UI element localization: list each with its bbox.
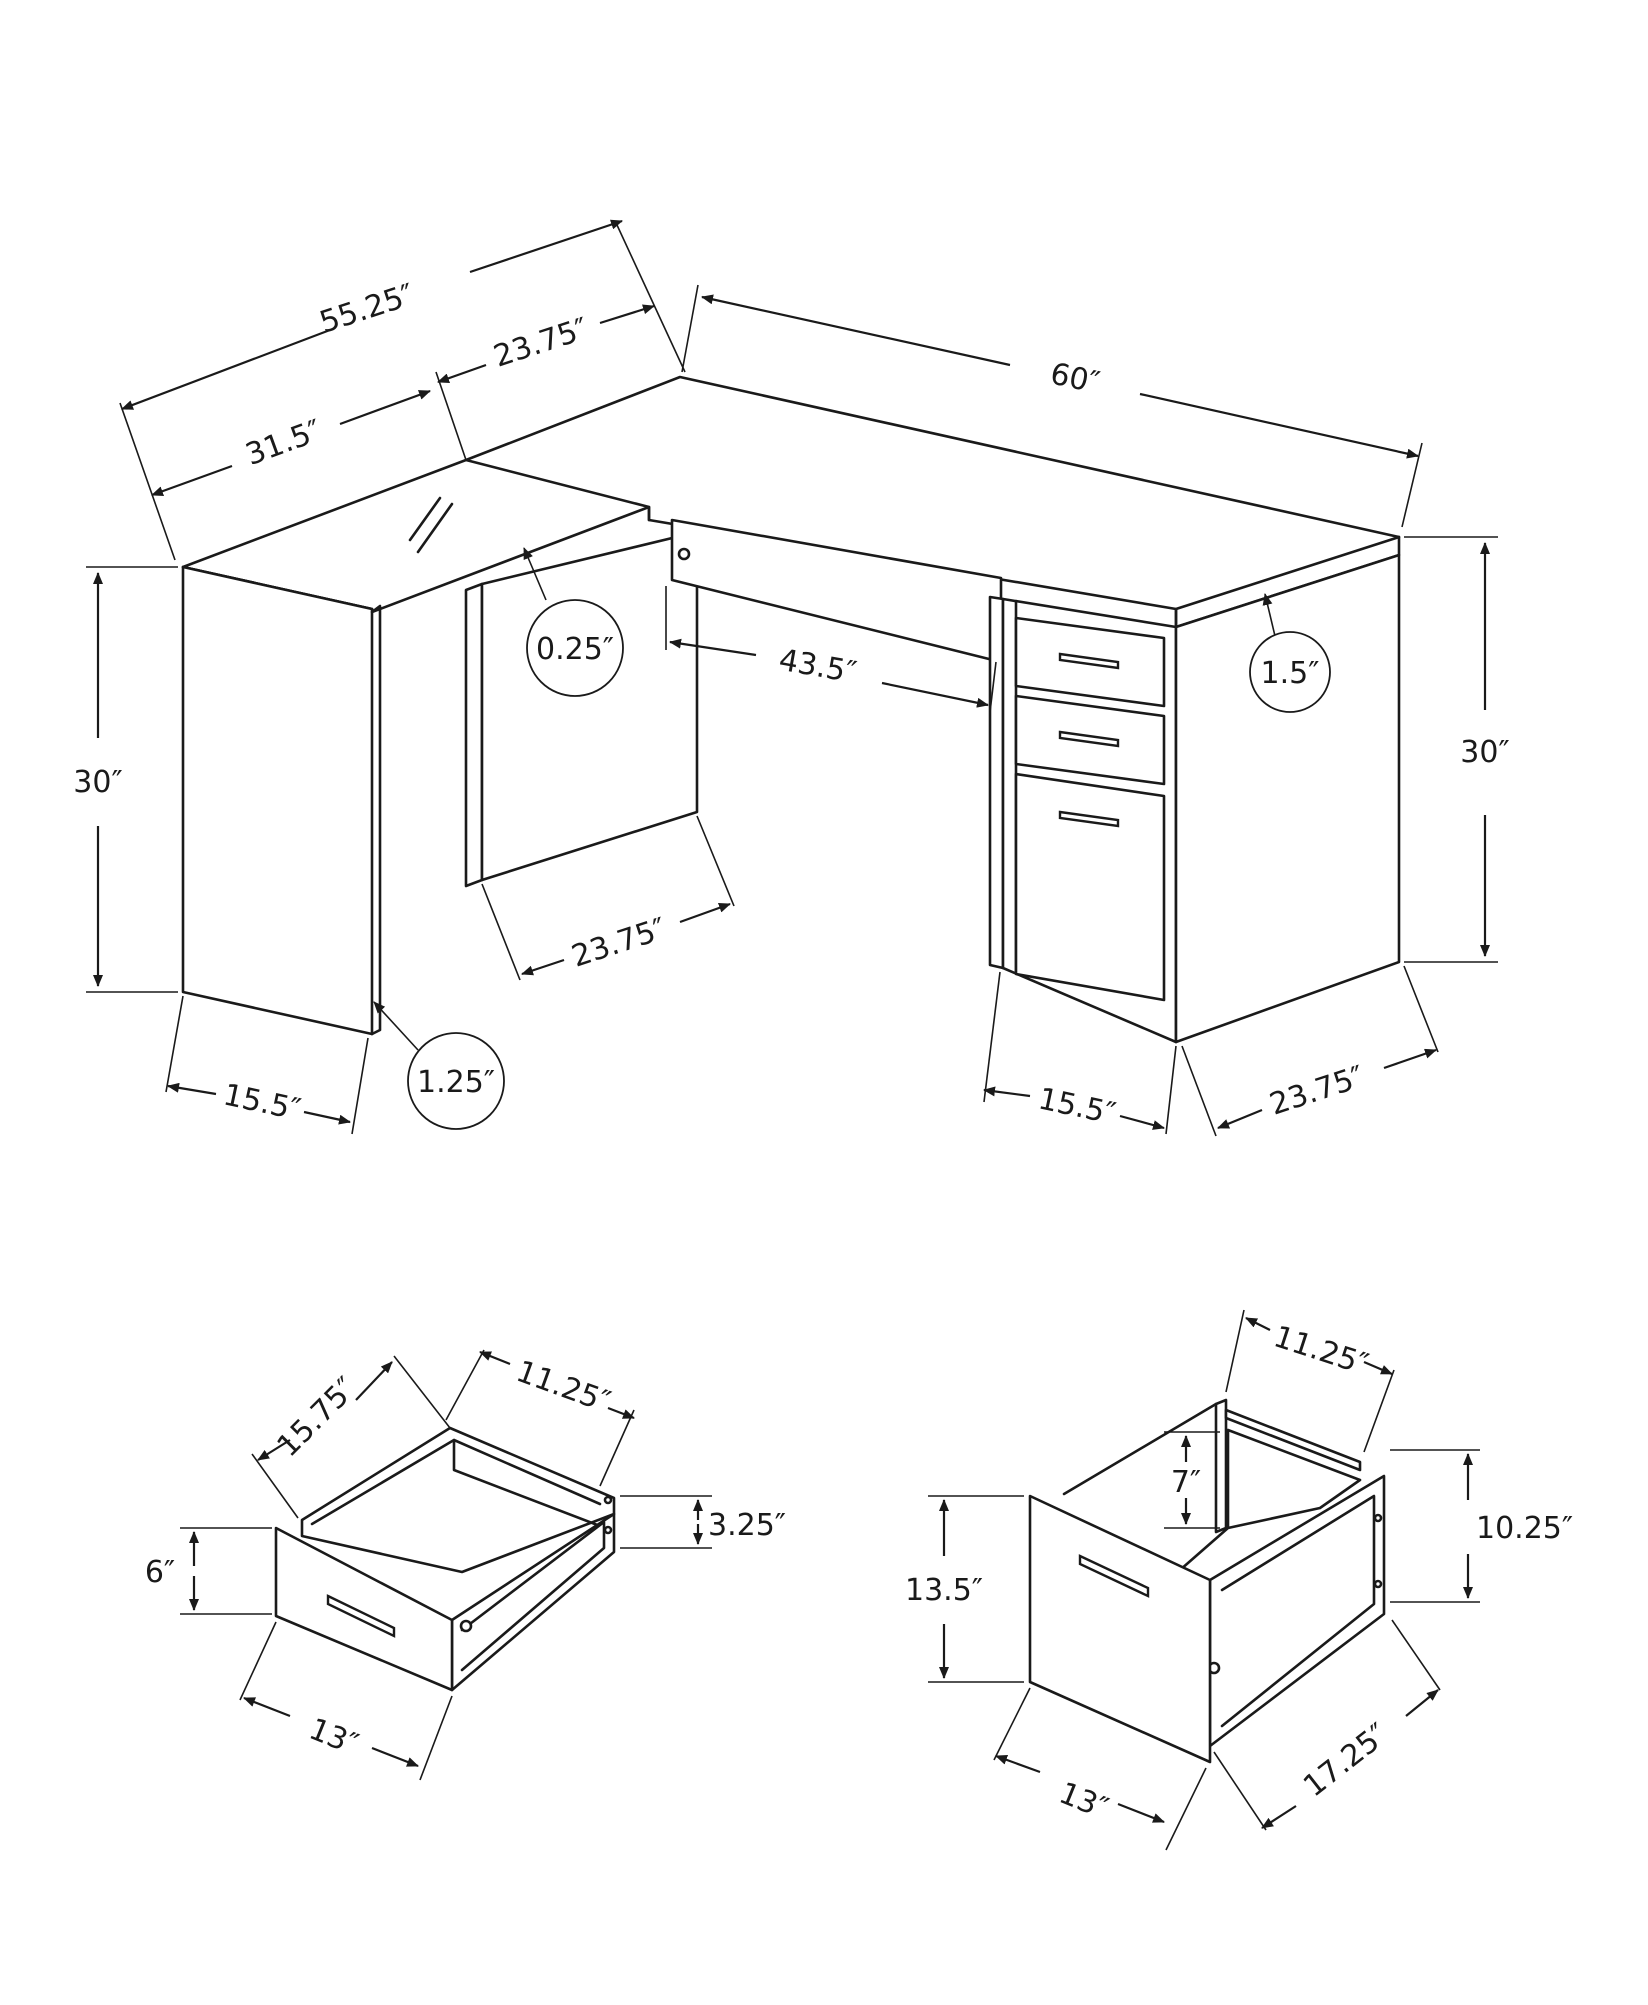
file-drawer-inner-frame bbox=[1062, 1402, 1362, 1572]
pedestal-side-left bbox=[988, 595, 1005, 970]
label-23-75-corner: 23.75″ bbox=[489, 311, 592, 374]
glass-reflection-mark bbox=[408, 496, 454, 554]
label-13-small: 13″ bbox=[304, 1712, 363, 1763]
label-31-5: 31.5″ bbox=[241, 413, 326, 473]
inner-panel-face bbox=[480, 530, 699, 882]
label-6: 6″ bbox=[145, 1555, 175, 1590]
drawer-2-handle bbox=[1058, 730, 1120, 748]
callout-circle-0-25 bbox=[526, 599, 624, 697]
small-drawer-pin-top bbox=[603, 1495, 613, 1505]
pedestal-file-drawer bbox=[1014, 772, 1166, 1002]
desk-drawing bbox=[181, 375, 1401, 1044]
file-drawer-pin-bottom bbox=[1373, 1579, 1383, 1589]
label-17-25: 17.25″ bbox=[1297, 1717, 1395, 1804]
drawer-1-handle bbox=[1058, 652, 1120, 670]
label-55-25: 55.25″ bbox=[315, 277, 418, 340]
file-drawer-drawing bbox=[1028, 1398, 1386, 1764]
file-drawer-side bbox=[1208, 1474, 1386, 1748]
small-drawer-pin-bottom bbox=[603, 1525, 613, 1535]
label-10-25: 10.25″ bbox=[1476, 1511, 1573, 1546]
file-drawer-rail bbox=[1224, 1408, 1362, 1472]
small-drawer-slide-hole bbox=[459, 1619, 473, 1633]
label-11-25-small: 11.25″ bbox=[512, 1354, 615, 1420]
label-15-5-left: 15.5″ bbox=[220, 1077, 304, 1127]
callout-circle-1-5 bbox=[1249, 631, 1331, 713]
small-drawer-inner-rim bbox=[310, 1438, 602, 1528]
file-drawer-back bbox=[1214, 1398, 1228, 1534]
inner-glass-panel bbox=[464, 582, 484, 888]
label-23-75-pedestal: 23.75″ bbox=[1265, 1059, 1368, 1122]
file-drawer-side-edge bbox=[1220, 1494, 1376, 1728]
label-7: 7″ bbox=[1171, 1465, 1201, 1500]
small-drawer-side-edge bbox=[460, 1520, 606, 1672]
cable-grommet bbox=[677, 547, 691, 561]
desk-top-inner-edge bbox=[464, 458, 651, 522]
file-drawer-front bbox=[1028, 1494, 1212, 1764]
label-15-5-pedestal: 15.5″ bbox=[1035, 1081, 1119, 1131]
file-drawer-pin-top bbox=[1373, 1513, 1383, 1523]
label-30-left: 30″ bbox=[73, 765, 122, 800]
left-glass-leg bbox=[181, 565, 374, 1036]
label-1-5: 1.5″ bbox=[1261, 656, 1320, 691]
label-23-75-panel: 23.75″ bbox=[567, 911, 670, 974]
callout-circle-1-25 bbox=[407, 1032, 505, 1130]
file-drawer-front-handle bbox=[1078, 1554, 1150, 1598]
label-43-5: 43.5″ bbox=[776, 643, 859, 691]
label-60: 60″ bbox=[1047, 356, 1103, 401]
label-13-file: 13″ bbox=[1054, 1776, 1113, 1827]
label-3-25: 3.25″ bbox=[708, 1508, 786, 1543]
desk-top-edge-right bbox=[1174, 535, 1401, 629]
label-11-25-file: 11.25″ bbox=[1269, 1319, 1372, 1382]
small-drawer-drawing bbox=[274, 1426, 616, 1692]
label-1-25: 1.25″ bbox=[417, 1065, 495, 1100]
label-13-5: 13.5″ bbox=[905, 1573, 983, 1608]
label-15-75: 15.75″ bbox=[271, 1371, 364, 1464]
small-drawer-front bbox=[274, 1526, 454, 1692]
label-30-right: 30″ bbox=[1460, 735, 1509, 770]
small-drawer-box bbox=[300, 1426, 616, 1574]
file-drawer-handle bbox=[1058, 810, 1120, 828]
pedestal-side-right bbox=[1174, 553, 1401, 1044]
small-drawer-handle bbox=[326, 1594, 396, 1638]
label-0-25: 0.25″ bbox=[536, 632, 614, 667]
left-leg-edge bbox=[370, 604, 382, 1036]
